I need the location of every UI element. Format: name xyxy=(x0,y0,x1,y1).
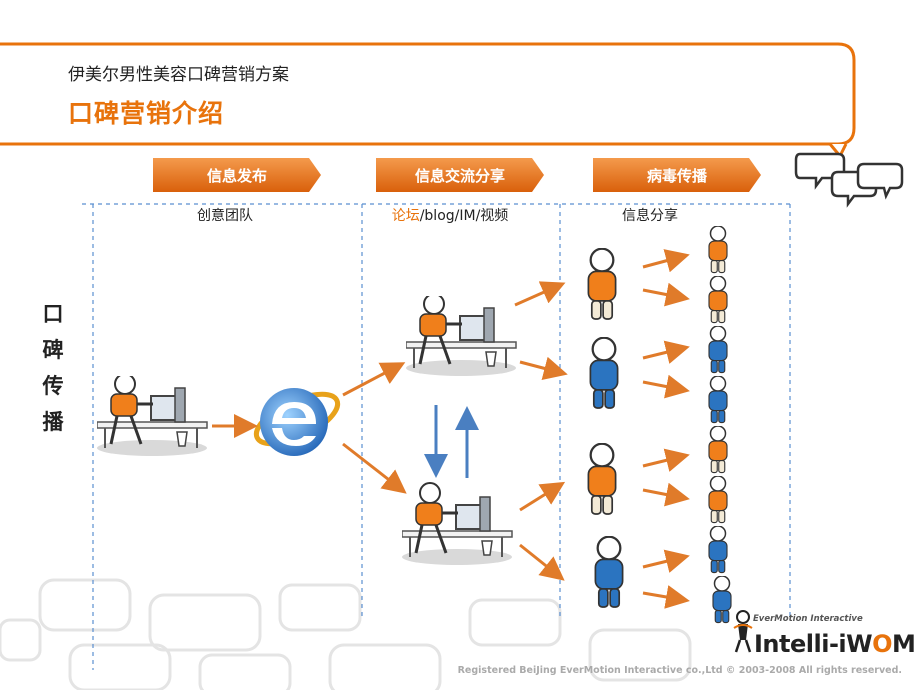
caption-highlight: 论坛 xyxy=(391,208,420,224)
stage-label: 信息交流分享 xyxy=(414,166,505,185)
person-icon xyxy=(708,376,728,424)
stage-banner-exchange: 信息交流分享 xyxy=(376,158,544,192)
side-label-char: 口 xyxy=(42,302,64,326)
person-icon xyxy=(708,426,728,474)
side-label-char: 传 xyxy=(42,374,64,398)
side-label: 口 碑 传 播 xyxy=(38,296,68,440)
page-subtitle: 伊美尔男性美容口碑营销方案 xyxy=(68,65,289,85)
copyright-notice: Registered BeiJing EverMotion Interactiv… xyxy=(457,665,902,676)
background-bubble-pattern xyxy=(0,578,692,690)
brand-name-part: M xyxy=(892,630,916,658)
speech-bubbles-icon xyxy=(794,152,904,208)
stage-label: 病毒传播 xyxy=(646,166,707,185)
side-label-char: 碑 xyxy=(42,338,64,362)
brand-subtitle: EverMotion Interactive xyxy=(753,614,863,624)
brand-name: Intelli-iWOM xyxy=(754,630,916,658)
person-icon xyxy=(708,226,728,274)
person-icon xyxy=(708,276,728,324)
banner-arrow-shape xyxy=(593,158,761,192)
caption-rest: /blog/IM/视频 xyxy=(419,208,509,224)
brand-logo-icon xyxy=(733,610,753,653)
stage-label: 信息发布 xyxy=(206,166,267,185)
banner-arrow-shape xyxy=(376,158,544,192)
stage-banner-publish: 信息发布 xyxy=(153,158,321,192)
person-icon xyxy=(594,536,624,609)
person-icon xyxy=(708,526,728,574)
brand-name-highlight: O xyxy=(872,630,893,658)
stage-caption-exchange: 论坛/blog/IM/视频 xyxy=(360,205,540,225)
stage-banner-viral: 病毒传播 xyxy=(593,158,761,192)
stage-caption-publish: 创意团队 xyxy=(197,208,253,224)
banner-arrow-shape xyxy=(153,158,321,192)
person-icon xyxy=(587,443,617,516)
stage-caption-viral: 信息分享 xyxy=(622,208,678,224)
brand-name-part: Intelli-iW xyxy=(754,630,873,658)
person-icon xyxy=(712,576,732,624)
person-icon xyxy=(708,476,728,524)
person-icon xyxy=(589,337,619,410)
person-icon xyxy=(587,248,617,321)
page-title: 口碑营销介绍 xyxy=(68,99,225,128)
side-label-char: 播 xyxy=(42,410,64,434)
person-icon xyxy=(708,326,728,374)
